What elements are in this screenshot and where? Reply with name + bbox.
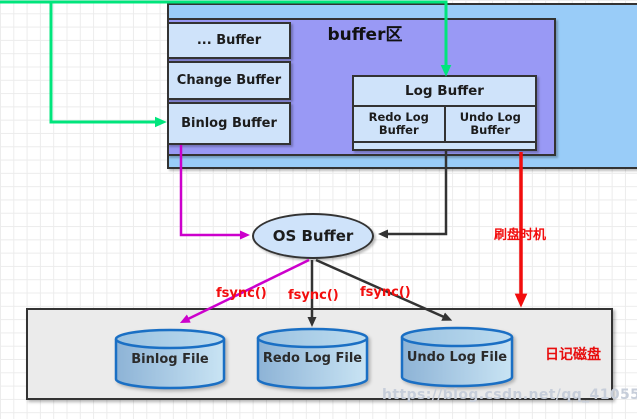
undo-log-file-label: Undo Log File: [406, 350, 508, 365]
log-disk-label: 日记磁盘: [545, 347, 601, 363]
log-buffer-box: Log Buffer Redo Log Buffer Undo Log Buff…: [352, 75, 537, 151]
binlog-buffer-box: Binlog Buffer: [167, 102, 291, 145]
binlog-file-cylinder: Binlog File: [114, 328, 226, 390]
log-buffer-children: Redo Log Buffer Undo Log Buffer: [354, 107, 535, 143]
cylinder-icon: [256, 327, 369, 390]
fsync-label-1: fsync(): [216, 286, 267, 301]
cylinder-icon: [114, 328, 226, 390]
change-buffer-box: Change Buffer: [167, 61, 291, 100]
green-arrow-to-binlog-buffer: [49, 2, 167, 128]
log-buffer-title: Log Buffer: [354, 77, 535, 107]
redo-log-file-cylinder: Redo Log File: [256, 327, 369, 390]
fsync-label-3: fsync(): [360, 285, 411, 300]
os-buffer-ellipse: OS Buffer: [252, 213, 374, 259]
undo-log-file-cylinder: Undo Log File: [400, 326, 514, 388]
watermark-text: https://blog.csdn.net/qq_41055045: [382, 387, 637, 403]
buffer-zone-title: buffer区: [327, 25, 403, 45]
redo-log-file-label: Redo Log File: [262, 351, 363, 366]
flush-timing-label: 刷盘时机: [494, 228, 547, 243]
redo-log-buffer-box: Redo Log Buffer: [354, 107, 446, 141]
binlog-file-label: Binlog File: [131, 352, 209, 367]
cylinder-icon: [400, 326, 514, 388]
fsync-label-2: fsync(): [288, 288, 339, 303]
misc-buffer-box: ... Buffer: [167, 22, 291, 59]
undo-log-buffer-box: Undo Log Buffer: [459, 109, 521, 137]
